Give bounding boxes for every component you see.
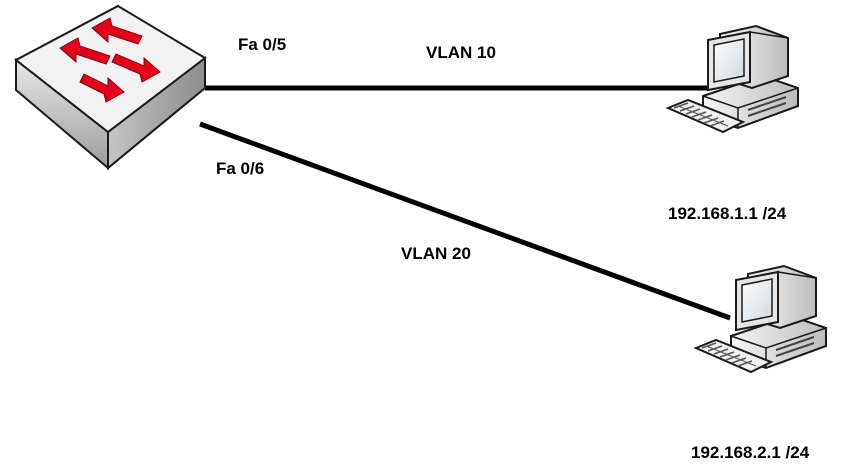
link-vlan20 [199, 121, 731, 321]
desktop-computer-icon [695, 265, 827, 373]
ip-label-pc1: 192.168.1.1 /24 [668, 204, 787, 223]
port-label-fa0-5: Fa 0/5 [238, 35, 287, 54]
desktop-computer-icon [667, 25, 799, 133]
port-label-fa0-6: Fa 0/6 [216, 159, 265, 178]
vlan-label-20: VLAN 20 [401, 244, 471, 263]
network-switch-icon [14, 4, 207, 171]
vlan-label-10: VLAN 10 [426, 43, 496, 62]
ip-label-pc2: 192.168.2.1 /24 [691, 443, 810, 462]
